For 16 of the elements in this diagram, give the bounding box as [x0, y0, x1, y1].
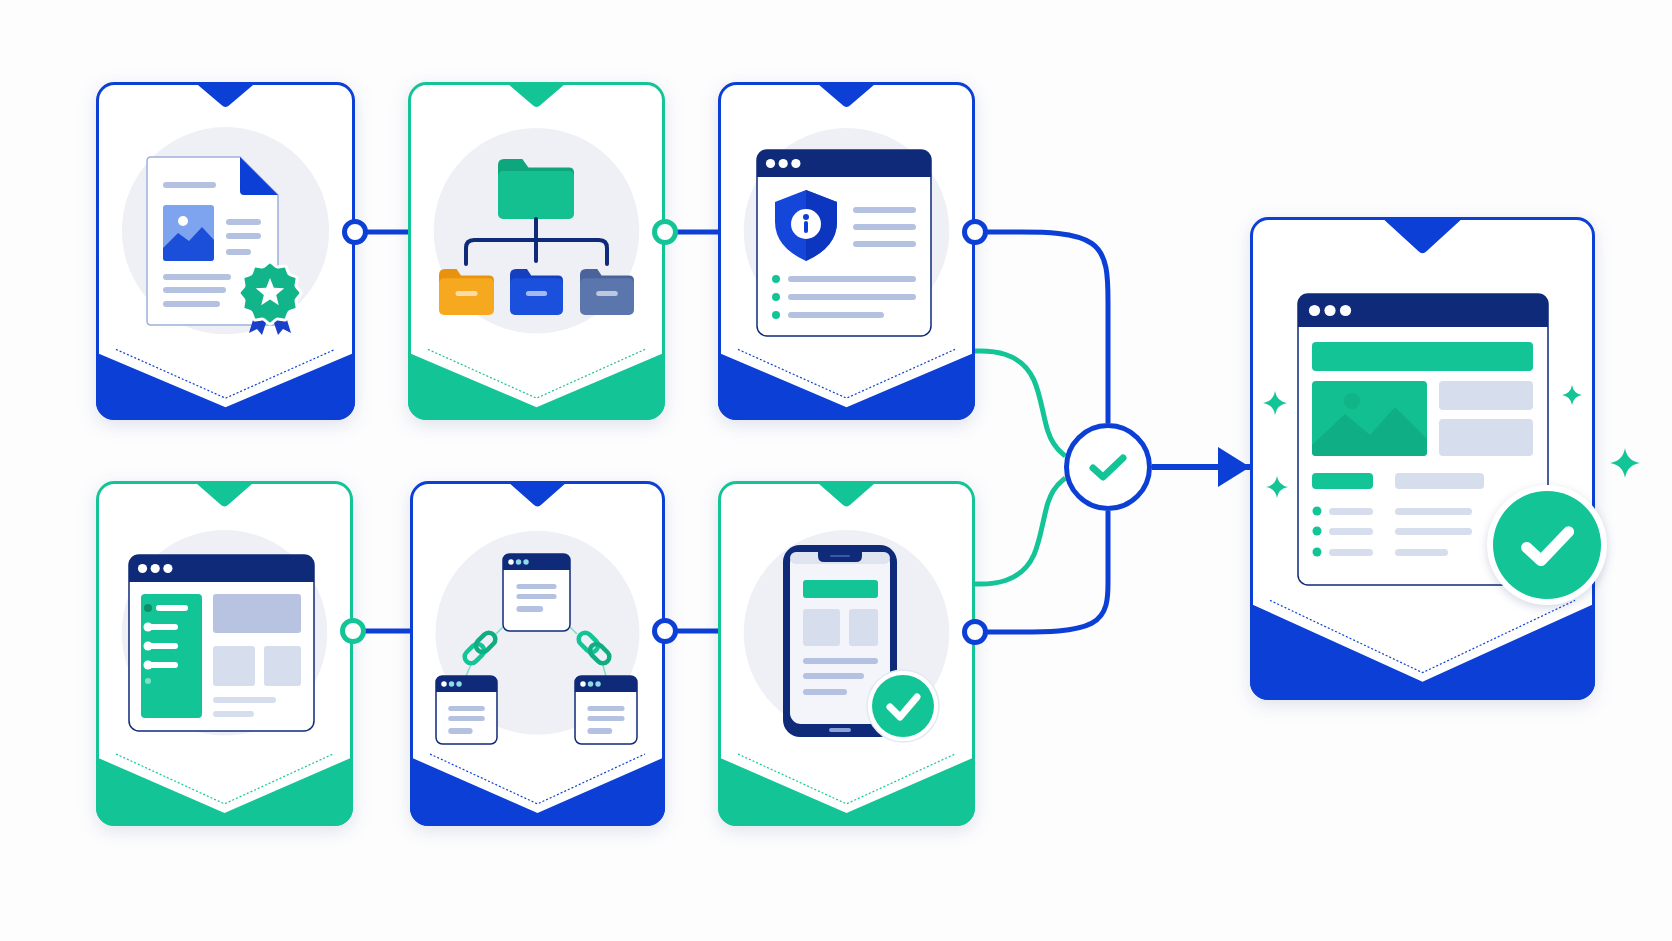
connector-line [340, 618, 410, 644]
step-card [408, 82, 665, 420]
connector-line [342, 219, 408, 245]
connector-line [962, 511, 1111, 645]
connector-line [652, 219, 718, 245]
step-card [718, 481, 975, 826]
merge-checkpoint [1064, 423, 1152, 511]
step-card [96, 481, 353, 826]
step-card [96, 82, 355, 420]
connector-line [975, 348, 1067, 458]
connector-line [652, 618, 718, 644]
step-card [410, 481, 665, 826]
connector-line [975, 476, 1067, 587]
connector-line [962, 219, 1111, 423]
step-card [718, 82, 975, 420]
arrow [1152, 447, 1250, 487]
